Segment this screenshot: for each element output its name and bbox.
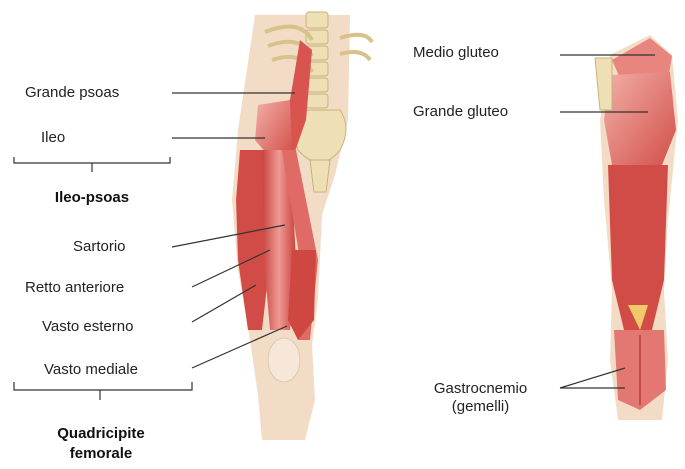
grande-gluteo-muscle [604, 72, 676, 170]
label-vasto-mediale: Vasto mediale [44, 361, 138, 379]
label-grande-gluteo: Grande gluteo [413, 103, 508, 121]
label-ileo: Ileo [41, 129, 65, 147]
label-gastrocnemio: Gastrocnemio (gemelli) [413, 380, 548, 416]
label-quadricipite-line1: Quadricipite [26, 424, 176, 444]
label-grande-psoas: Grande psoas [25, 84, 119, 102]
label-quadricipite-line2: femorale [26, 444, 176, 464]
label-ileo-psoas: Ileo-psoas [30, 188, 154, 208]
label-gastrocnemio-line2: (gemelli) [413, 398, 548, 416]
label-retto-anteriore: Retto anteriore [25, 279, 124, 297]
front-leg-illustration [232, 12, 372, 440]
label-vasto-esterno: Vasto esterno [42, 318, 133, 336]
label-sartorio: Sartorio [73, 238, 126, 256]
patella [268, 338, 300, 382]
label-gastrocnemio-line1: Gastrocnemio [413, 380, 548, 398]
label-quadricipite-femorale: Quadricipite femorale [26, 424, 176, 464]
label-medio-gluteo: Medio gluteo [413, 44, 499, 62]
back-leg-illustration [595, 35, 678, 420]
